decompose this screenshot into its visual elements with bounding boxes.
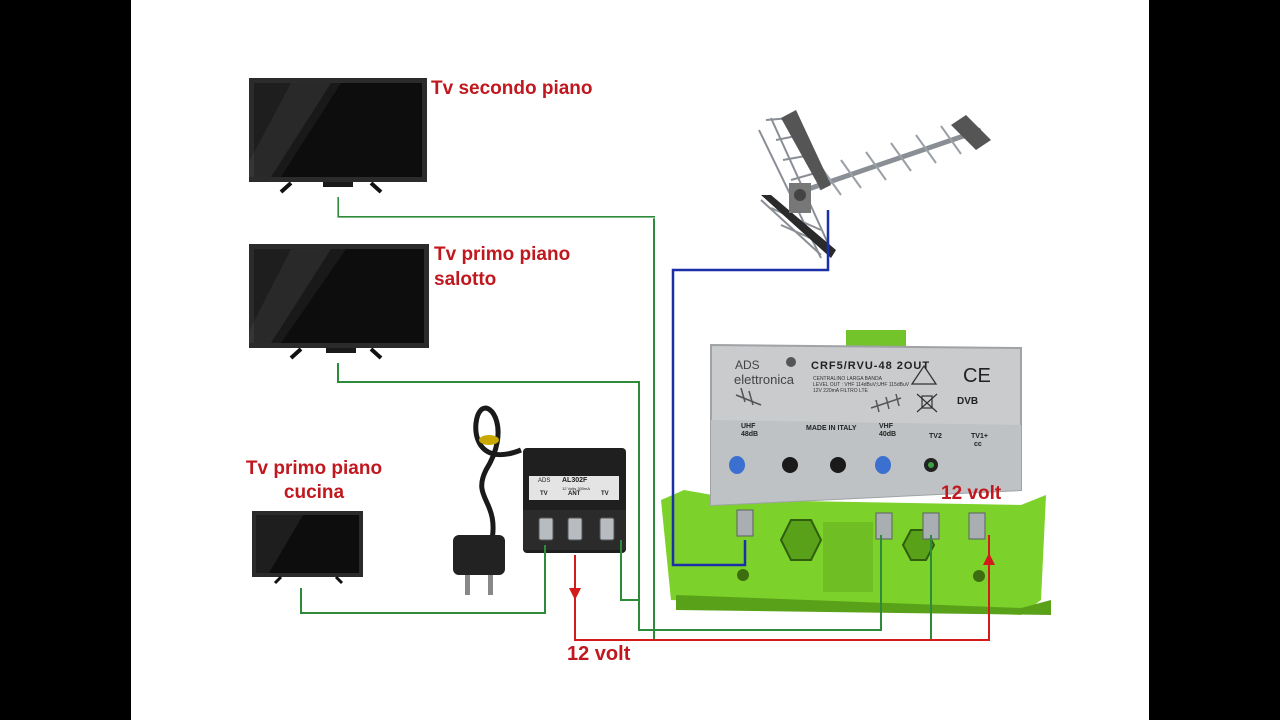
diagram-canvas: Tv secondo piano Tv primo piano salotto … xyxy=(131,0,1149,720)
amp-brand: ADS xyxy=(735,358,760,372)
amp-vhf-gain: 40dB xyxy=(879,431,897,438)
amp-model: CRF5/RVU-48 2OUT xyxy=(811,360,931,372)
psu-model: AL302F xyxy=(562,477,588,484)
label-12-volt-supply: 12 volt xyxy=(567,643,631,665)
antenna xyxy=(758,110,991,259)
amp-tv1-cc: cc xyxy=(974,441,982,448)
amp-desc-1: CENTRALINO LARGA BANDA xyxy=(813,376,882,382)
tv-primo-piano-salotto xyxy=(243,244,429,360)
psu-port-tv-right: TV xyxy=(601,491,609,497)
label-12-volt-amplifier: 12 volt xyxy=(941,483,1002,504)
coax-cables xyxy=(300,196,995,641)
warning-icon xyxy=(910,364,938,385)
ce-mark: CE xyxy=(963,365,991,387)
amp-vhf: VHF xyxy=(879,423,893,430)
psu-spec: 12 Volts 300mA xyxy=(562,486,591,491)
amp-brand-sub: elettronica xyxy=(734,372,794,387)
power-supply xyxy=(453,405,626,595)
psu-port-ant: ANT xyxy=(568,491,581,497)
amp-uhf-gain: 48dB xyxy=(741,431,759,438)
tv-primo-piano-cucina xyxy=(252,511,363,585)
amp-tv2: TV2 xyxy=(929,433,942,440)
weee-bin-icon xyxy=(916,393,938,413)
vhf-antenna-icon xyxy=(870,393,902,413)
amp-tv1: TV1+ xyxy=(971,433,988,440)
ads-logo-icon xyxy=(786,357,796,367)
label-tv-secondo-piano: Tv secondo piano xyxy=(431,78,593,99)
psu-brand: ADS xyxy=(538,478,551,484)
amp-desc-3: 12V 220mA FILTRO LTE xyxy=(813,388,868,394)
dvb-logo: DVB xyxy=(957,396,979,407)
amplifier-housing xyxy=(661,330,1051,615)
label-tv-primo-piano-salotto-2: salotto xyxy=(434,269,497,290)
diagram-svg xyxy=(241,78,1051,641)
amp-made-in-italy: MADE IN ITALY xyxy=(806,425,857,432)
amp-desc-2: LEVEL OUT : VHF 114dBuV;UHF 115dBuV xyxy=(813,382,910,388)
tv-secondo-piano xyxy=(241,78,427,194)
label-tv-primo-piano-salotto-1: Tv primo piano xyxy=(434,244,571,265)
label-tv-primo-piano-cucina-2: cucina xyxy=(283,482,345,503)
uhf-antenna-icon xyxy=(735,387,762,406)
label-tv-primo-piano-cucina-1: Tv primo piano xyxy=(245,458,383,479)
amp-uhf: UHF xyxy=(741,423,756,430)
psu-port-tv-left: TV xyxy=(540,491,548,497)
